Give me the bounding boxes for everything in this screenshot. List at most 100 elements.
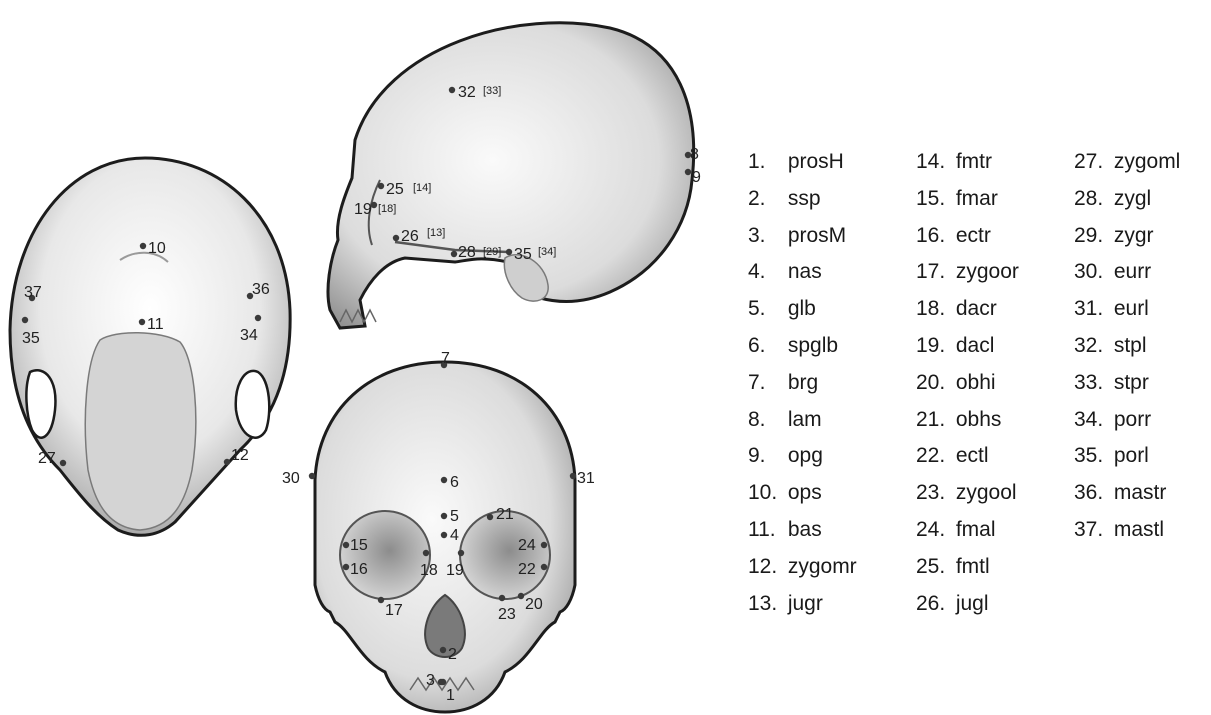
legend-code: dacr — [950, 297, 997, 320]
landmark-label: 21 — [496, 506, 514, 523]
legend-number: 12. — [748, 549, 782, 586]
skull-lateral-view — [328, 23, 694, 328]
legend-code: bas — [782, 518, 822, 541]
legend-code: zygool — [950, 481, 1017, 504]
legend-item: 17. zygoor — [916, 254, 1074, 291]
landmark-label: 4 — [450, 527, 459, 544]
landmark-point — [441, 477, 447, 483]
legend-number: 3. — [748, 218, 782, 255]
legend-number: 26. — [916, 586, 950, 623]
landmark-point — [224, 459, 230, 465]
skull-inferior-view — [10, 158, 290, 535]
landmark-label: 19 — [354, 201, 372, 218]
legend-number: 28. — [1074, 181, 1108, 218]
legend-number: 4. — [748, 254, 782, 291]
legend-number: 7. — [748, 365, 782, 402]
landmark-point — [487, 514, 493, 520]
legend-code: opg — [782, 444, 823, 467]
landmark-bracket-label: [29] — [483, 246, 501, 258]
legend-code: ectl — [950, 444, 989, 467]
legend-number: 23. — [916, 475, 950, 512]
landmark-point — [423, 550, 429, 556]
legend-item: 2. ssp — [748, 181, 916, 218]
landmark-label: 34 — [240, 327, 258, 344]
legend-code: prosM — [782, 224, 846, 247]
legend-number: 6. — [748, 328, 782, 365]
legend-item: 24. fmal — [916, 512, 1074, 549]
landmark-legend: 1. prosH2. ssp3. prosM4. nas5. glb6. spg… — [748, 144, 1211, 622]
landmark-point — [255, 315, 261, 321]
landmark-label: 36 — [252, 281, 270, 298]
landmark-point — [440, 679, 446, 685]
legend-number: 34. — [1074, 402, 1108, 439]
landmark-label: 24 — [518, 537, 536, 554]
legend-item: 8. lam — [748, 402, 916, 439]
occipital-region — [85, 333, 195, 530]
legend-item: 23. zygool — [916, 475, 1074, 512]
landmark-point — [440, 647, 446, 653]
legend-item: 26. jugl — [916, 586, 1074, 623]
legend-number: 17. — [916, 254, 950, 291]
legend-code: mastl — [1108, 518, 1164, 541]
landmark-point — [441, 532, 447, 538]
legend-item: 18. dacr — [916, 291, 1074, 328]
legend-item: 37. mastl — [1074, 512, 1211, 549]
landmark-label: 23 — [498, 606, 516, 623]
legend-number: 27. — [1074, 144, 1108, 181]
legend-code: jugr — [782, 592, 823, 615]
legend-code: porl — [1108, 444, 1149, 467]
legend-code: obhs — [950, 408, 1001, 431]
legend-number: 11. — [748, 512, 782, 549]
legend-number: 24. — [916, 512, 950, 549]
landmark-label: 15 — [350, 537, 368, 554]
landmark-label: 5 — [450, 508, 459, 525]
landmark-label: 35 — [514, 246, 532, 263]
landmark-point — [685, 169, 691, 175]
legend-item: 14. fmtr — [916, 144, 1074, 181]
landmark-label: 9 — [692, 169, 701, 186]
legend-item: 20. obhi — [916, 365, 1074, 402]
landmark-bracket-label: [18] — [378, 203, 396, 215]
landmark-bracket-label: [33] — [483, 85, 501, 97]
legend-item: 32. stpl — [1074, 328, 1211, 365]
legend-item: 16. ectr — [916, 218, 1074, 255]
landmark-point — [343, 564, 349, 570]
legend-number: 20. — [916, 365, 950, 402]
landmark-point — [449, 87, 455, 93]
landmark-point — [140, 243, 146, 249]
legend-number: 14. — [916, 144, 950, 181]
landmark-point — [451, 251, 457, 257]
legend-code: eurr — [1108, 260, 1151, 283]
legend-number: 37. — [1074, 512, 1108, 549]
landmark-point — [441, 513, 447, 519]
legend-code: fmtl — [950, 555, 990, 578]
landmark-point — [22, 317, 28, 323]
legend-code: zygoml — [1108, 150, 1180, 173]
legend-item: 33. stpr — [1074, 365, 1211, 402]
legend-item: 25. fmtl — [916, 549, 1074, 586]
landmark-label: 26 — [401, 228, 419, 245]
legend-item: 5. glb — [748, 291, 916, 328]
legend-number: 25. — [916, 549, 950, 586]
landmark-label: 17 — [385, 602, 403, 619]
landmark-label: 32 — [458, 84, 476, 101]
landmark-label: 37 — [24, 284, 42, 301]
legend-code: spglb — [782, 334, 838, 357]
legend-number: 1. — [748, 144, 782, 181]
landmark-label: 7 — [441, 350, 450, 367]
legend-item: 31. eurl — [1074, 291, 1211, 328]
legend-code: nas — [782, 260, 822, 283]
inferior-left-zygoma-gap — [26, 370, 55, 437]
legend-code: eurl — [1108, 297, 1149, 320]
landmark-label: 20 — [525, 596, 543, 613]
landmark-label: 16 — [350, 561, 368, 578]
landmark-label: 27 — [38, 450, 56, 467]
legend-code: porr — [1108, 408, 1151, 431]
landmark-point — [309, 473, 315, 479]
legend-code: brg — [782, 371, 818, 394]
legend-number: 35. — [1074, 438, 1108, 475]
landmark-label: 12 — [231, 447, 249, 464]
legend-code: ectr — [950, 224, 991, 247]
legend-number: 30. — [1074, 254, 1108, 291]
